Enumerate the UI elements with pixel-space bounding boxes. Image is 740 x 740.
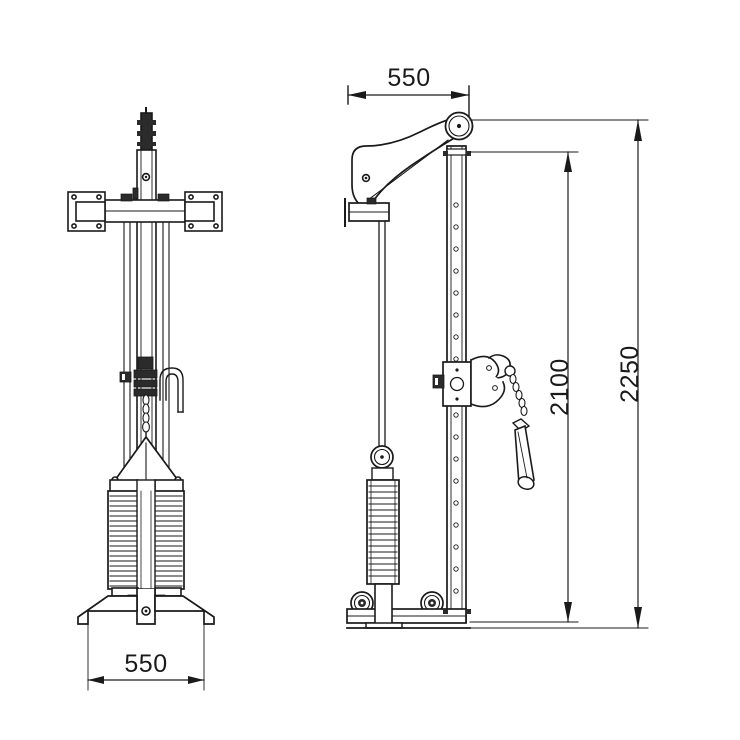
arrow-left [88,676,104,684]
base-plate [346,583,471,629]
adjustment-holes [453,202,459,594]
wall-bracket-plate [344,197,390,227]
side-view: 550 [344,64,649,629]
dimension-label-total-height: 2250 [616,345,644,403]
arrow-down [634,607,642,628]
weight-stack [107,479,185,590]
arrow-down [564,602,572,622]
wall-mount-plate-left [67,191,106,232]
weight-stack [366,467,400,585]
arrow-right [451,91,469,99]
adjustable-pulley-carriage [432,354,516,408]
handle-grip [511,418,535,490]
arrow-right [188,676,204,684]
handle-tube [159,367,184,413]
dimension-top-550: 550 [347,64,470,117]
chain-with-handle [509,373,535,490]
dimension-2100: 2100 [469,151,579,623]
top-arm-pulley [444,111,474,141]
arrow-up [564,152,572,172]
dimension-label-pulley-height: 2100 [546,358,574,416]
arrow-left [348,91,366,99]
stack-cable [378,220,386,449]
guide-rods [123,221,170,486]
arrow-up [634,120,642,141]
wall-mount-plate-right [184,191,223,232]
dimension-bottom-550: 550 [87,612,205,691]
dimension-label-base-width: 550 [124,650,167,678]
dimension-label-arm-reach: 550 [387,64,430,92]
selector-pin-bracket [119,356,158,397]
dimension-2250: 2250 [469,119,649,629]
chain-linkage [142,394,150,439]
front-view: 550 [67,107,223,691]
stack-pulley [370,445,394,469]
